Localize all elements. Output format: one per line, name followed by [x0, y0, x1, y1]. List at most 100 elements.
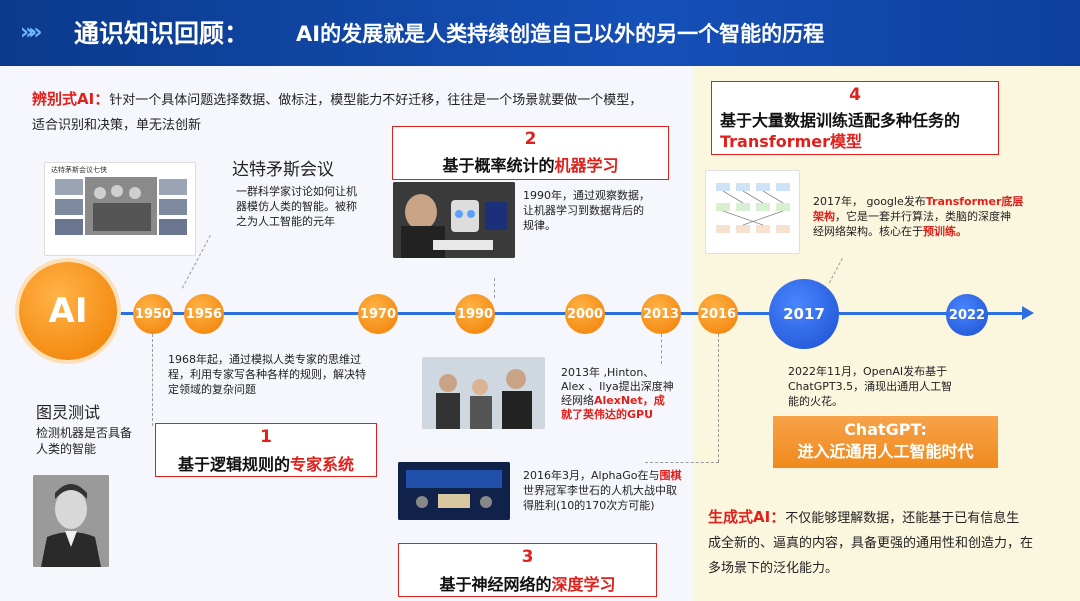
discriminative-ai-text1: 针对一个具体问题选择数据、做标注，模型能力不好迁移，往往是一个场景就要做一个模型…	[109, 93, 643, 108]
alphago-photo	[398, 462, 510, 520]
turing-portrait	[33, 475, 109, 567]
deep-blue-photo	[393, 182, 515, 258]
dartmouth-text-line1: 一群科学家讨论如何让机	[236, 185, 357, 198]
page-title: 通识知识回顾：	[74, 19, 250, 48]
transformer-text-3b: 预训练。	[923, 225, 967, 238]
generative-ai-text1: 不仅能够理解数据，还能基于已有信息生	[785, 511, 1020, 526]
alphago-text: 2016年3月，AlphaGo在与围棋 世界冠军李世石的人机大战中取 得胜利(1…	[523, 468, 682, 513]
transformer-text-2a: 架构	[813, 210, 835, 223]
alexnet-text-3b: AlexNet，成	[594, 394, 665, 407]
ml-text-line1: 1990年，通过观察数据，	[523, 189, 650, 202]
timeline-arrow-icon	[1022, 306, 1034, 320]
year-1956: 1956	[184, 294, 224, 334]
year-1990: 1990	[455, 294, 495, 334]
stage-1-expert-system-box: 1 基于逻辑规则的专家系统	[155, 423, 377, 477]
stage-2-label-b: 机器学习	[554, 156, 619, 175]
turing-title: 图灵测试	[36, 403, 101, 422]
turing-connector	[152, 334, 153, 426]
ml-text-line2: 让机器学习到数据背后的	[523, 204, 644, 217]
dartmouth-collage-image	[55, 177, 187, 235]
expert-text-line3: 定领域的复杂问题	[168, 383, 256, 396]
chatgpt-text-line3: 能的火花。	[788, 395, 843, 408]
alphago-text-line2: 世界冠军李世石的人机大战中取	[523, 484, 677, 497]
stage-3-label-b: 深度学习	[551, 575, 616, 594]
generative-ai-text: 生成式AI：不仅能够理解数据，还能基于已有信息生 成全新的、逼真的内容，具备更强…	[708, 505, 1068, 581]
stage-2-label-a: 基于概率统计的	[442, 156, 555, 175]
chatgpt-text-line2: ChatGPT3.5，涌现出通用人工智	[788, 380, 953, 393]
ai-origin-circle: AI	[19, 262, 117, 360]
header-bar: »» 通识知识回顾： AI的发展就是人类持续创造自己以外的另一个智能的历程	[0, 0, 1080, 66]
transformer-text-line1: 2017年， google发布Transformer底层	[813, 194, 1023, 209]
alexnet-team-image	[422, 357, 545, 429]
alexnet-connector	[661, 334, 662, 364]
alexnet-text: 2013年 ,Hinton、 Alex 、Ilya提出深度神 经网络AlexNe…	[561, 366, 674, 422]
chatgpt-banner-line2: 进入近通用人工智能时代	[797, 442, 974, 461]
alphago-connector-v	[718, 334, 719, 462]
transformer-text-line2: 架构，它是一套并行算法，类脑的深度神	[813, 209, 1023, 224]
transformer-diagram-image	[705, 170, 800, 254]
transformer-text-line3: 经网络架构。核心在于预训练。	[813, 224, 1023, 239]
year-2000: 2000	[565, 294, 605, 334]
turing-portrait-image	[33, 475, 109, 567]
stage-2-machine-learning-box: 2 基于概率统计的机器学习	[392, 126, 669, 180]
generative-ai-line2: 成全新的、逼真的内容，具备更强的通用性和创造力，在	[708, 536, 1034, 551]
stage-4-label-b: Transformer模型	[720, 132, 863, 151]
ml-text-line3: 规律。	[523, 219, 556, 232]
stage-4-label-a: 基于大量数据训练适配多种任务的	[720, 111, 961, 130]
dartmouth-text-line2: 器模仿人类的智能。被称	[236, 200, 357, 213]
turing-text-line1: 检测机器是否具备	[36, 426, 133, 440]
alphago-text-1a: 2016年3月，AlphaGo在与	[523, 469, 660, 482]
year-2013: 2013	[641, 294, 681, 334]
turing-text: 检测机器是否具备 人类的智能	[36, 425, 132, 457]
chatgpt-banner-line1: ChatGPT:	[844, 420, 927, 439]
stage-4-transformer-box: 4 基于大量数据训练适配多种任务的 Transformer模型	[711, 81, 999, 155]
generative-ai-label: 生成式AI：	[708, 508, 786, 526]
stage-3-label-a: 基于神经网络的	[439, 575, 552, 594]
alphago-text-1b: 围棋	[659, 469, 682, 482]
alphago-connector-h	[645, 462, 719, 463]
stage-2-label: 基于概率统计的机器学习	[393, 152, 668, 176]
transformer-text-1a: 2017年， google发布	[813, 195, 926, 208]
stage-1-number: 1	[260, 427, 272, 447]
ml-text: 1990年，通过观察数据， 让机器学习到数据背后的 规律。	[523, 188, 650, 233]
stage-2-number: 2	[524, 129, 537, 149]
expert-system-text: 1968年起，通过模拟人类专家的思维过 程，利用专家写各种各样的规则，解决特 定…	[168, 352, 366, 397]
stage-1-label-b: 专家系统	[290, 455, 355, 474]
year-2016: 2016	[698, 294, 738, 334]
year-2022: 2022	[946, 294, 988, 336]
alexnet-text-3a: 经网络	[561, 394, 594, 407]
stage-3-label: 基于神经网络的深度学习	[399, 571, 656, 595]
chatgpt-text-line1: 2022年11月，OpenAI发布基于	[788, 365, 948, 378]
year-1970: 1970	[358, 294, 398, 334]
year-1950: 1950	[133, 294, 173, 334]
alphago-match-image	[398, 462, 510, 520]
dartmouth-text-line3: 之为人工智能的元年	[236, 215, 335, 228]
transformer-architecture-image	[716, 183, 790, 233]
expert-text-line1: 1968年起，通过模拟人类专家的思维过	[168, 353, 361, 366]
double-chevron-icon: »»	[20, 20, 43, 45]
alexnet-team-photo	[422, 357, 545, 429]
transformer-text-1b: Transformer底层	[925, 195, 1024, 208]
transformer-text: 2017年， google发布Transformer底层 架构，它是一套并行算法…	[813, 194, 1023, 239]
dartmouth-photo-caption: 达特茅斯会议七侠	[51, 166, 107, 174]
generative-ai-line1: 生成式AI：不仅能够理解数据，还能基于已有信息生	[708, 505, 1068, 531]
year-2017: 2017	[769, 279, 839, 349]
alphago-text-line3: 得胜利(10的170次方可能)	[523, 499, 655, 512]
stage-1-label-a: 基于逻辑规则的	[177, 455, 290, 474]
alexnet-text-line1: 2013年 ,Hinton、	[561, 366, 655, 379]
chatgpt-text: 2022年11月，OpenAI发布基于 ChatGPT3.5，涌现出通用人工智 …	[788, 364, 952, 409]
discriminative-ai-label: 辨别式AI：	[32, 90, 110, 108]
transformer-text-3a: 经网络架构。核心在于	[813, 225, 923, 238]
dartmouth-title: 达特矛斯会议	[232, 160, 334, 180]
dartmouth-photo: 达特茅斯会议七侠	[44, 162, 196, 256]
discriminative-ai-line1: 辨别式AI：针对一个具体问题选择数据、做标注，模型能力不好迁移，往往是一个场景就…	[32, 91, 682, 109]
chatgpt-banner: ChatGPT: 进入近通用人工智能时代	[773, 416, 998, 468]
ml-connector	[494, 278, 495, 298]
transformer-text-2b: ，它是一套并行算法，类脑的深度神	[835, 210, 1011, 223]
discriminative-ai-text2: 适合识别和决策，单无法创新	[32, 118, 202, 133]
stage-4-number: 4	[849, 85, 861, 105]
right-panel-background	[693, 66, 1080, 601]
stage-3-deep-learning-box: 3 基于神经网络的深度学习	[398, 543, 657, 597]
stage-3-number: 3	[521, 547, 534, 567]
stage-1-label: 基于逻辑规则的专家系统	[156, 451, 376, 475]
